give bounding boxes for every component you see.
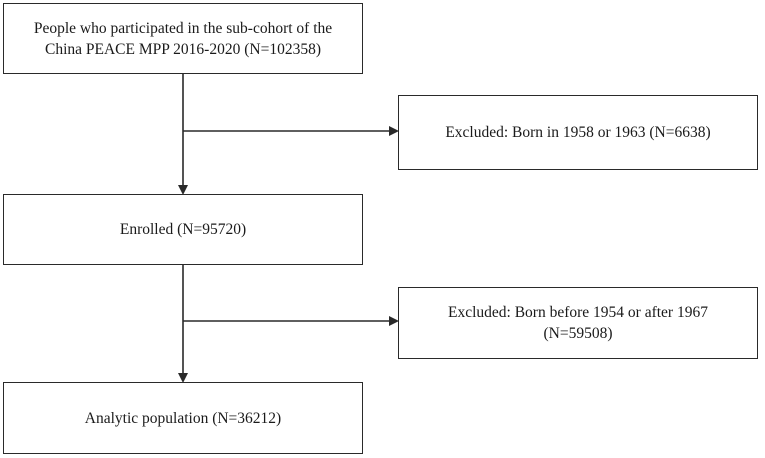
excluded-2-line-1: Excluded: Born before 1954 or after 1967 — [448, 304, 708, 321]
final-line-1: Analytic population (N=36212) — [84, 409, 282, 427]
enrolled-box: Enrolled (N=95720) — [3, 194, 363, 265]
enrolled-text: Enrolled (N=95720) — [120, 219, 246, 240]
excluded-2-line-2: (N=59508) — [543, 325, 613, 342]
excluded-2-text: Excluded: Born before 1954 or after 1967… — [448, 302, 708, 344]
excluded-1-line-1: Excluded: Born in 1958 or 1963 (N=6638) — [445, 124, 711, 141]
excluded-box-2: Excluded: Born before 1954 or after 1967… — [398, 287, 758, 359]
start-line-1: People who participated in the sub-cohor… — [33, 19, 333, 37]
start-line-2: China PEACE MPP 2016-2020 (N=102358) — [45, 40, 321, 58]
excluded-box-1: Excluded: Born in 1958 or 1963 (N=6638) — [398, 95, 758, 170]
start-text: People who participated in the sub-cohor… — [34, 18, 332, 60]
final-text: Analytic population (N=36212) — [85, 408, 281, 429]
final-box: Analytic population (N=36212) — [3, 382, 363, 454]
excluded-1-text: Excluded: Born in 1958 or 1963 (N=6638) — [445, 122, 710, 143]
enrolled-line-1: Enrolled (N=95720) — [119, 221, 247, 238]
start-box: People who participated in the sub-cohor… — [3, 3, 363, 74]
